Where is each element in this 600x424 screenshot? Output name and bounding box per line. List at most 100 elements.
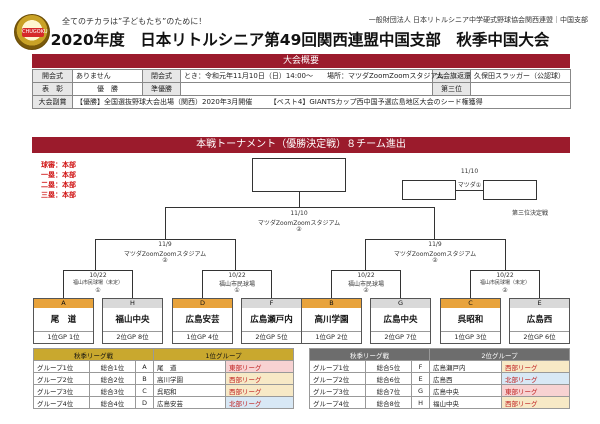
league-name: 西部リーグ [225,384,295,397]
league-name: 北部リーグ [501,372,571,385]
group-rank: グループ2位 [33,372,90,385]
group-rank: グループ2位 [309,372,366,385]
qf2-drop-b [271,270,272,299]
value-flag-return: 久保田スラッガー（公認球） [470,69,571,83]
team-slot: B [302,299,361,308]
team-slot: C [441,299,500,308]
group-rank: グループ3位 [33,384,90,397]
third-label: 第三位決定戦 [511,210,548,217]
overview-table: 開会式 ありません 閉会式 とき：令和元年11月10日（日）14:00～ 場所：… [32,69,571,109]
league-name: 北部リーグ [225,396,295,409]
champion-box [252,158,346,192]
semi-right-drop-a [365,239,366,270]
qf1-venue: 福山市民球場（未定） [72,280,123,286]
team-slot: A [34,299,93,308]
league-name: 東部リーグ [225,360,295,373]
team-name: 尾 道 [153,360,227,373]
league-header-row: 秋季リーグ戦 1位グループ [32,348,295,361]
qf4-drop-a [470,270,471,299]
team-name: 広島瀬戸内 [242,308,301,332]
team-box-c: C 呉昭和 1位GP 3位 [440,298,501,344]
group-rank: グループ4位 [33,396,90,409]
team-name: 呉昭和 [153,384,227,397]
team-name: 高川学園 [302,308,361,332]
slot-letter: D [134,396,155,409]
final-game-no: ② [296,226,302,233]
semi-left-bar [95,239,236,240]
slogan: 全てのチカラは”子どもたち”のために！ [62,17,207,26]
team-rank: 1位GP 2位 [315,333,348,341]
slot-letter: H [410,396,431,409]
group-rank: グループ1位 [309,360,366,373]
semi-right-venue: マツダZoomZoomスタジアム [393,251,477,258]
qf3-date: 10/22 [357,272,375,279]
third-place-right-box [483,180,537,200]
value-runner-up [180,82,433,96]
slot-letter: G [410,384,431,397]
qf2-venue: 福山市民球場 [218,281,255,288]
overall-rank: 総合7位 [365,384,412,397]
third-connector [456,190,483,191]
team-name: 高川学園 [153,372,227,385]
team-box-g: G 広島中央 2位GP 7位 [370,298,431,344]
qf4-date: 10/22 [496,272,514,279]
label-runner-up: 準優勝 [142,82,181,96]
team-box-b: B 高川学園 1位GP 2位 [301,298,362,344]
slot-letter: C [134,384,155,397]
qf4-venue: 福山市民球場（未定） [479,280,530,286]
team-rank: 1位GP 4位 [186,333,219,341]
value-closing: とき：令和元年11月10日（日）14:00～ 場所：マツダZoomZoomスタジ… [180,69,444,83]
label-opening: 開会式 [32,69,73,83]
overview-bar: 大会概要 [32,54,570,68]
qf4-drop-b [539,270,540,299]
slot-letter: B [134,372,155,385]
qf3-game-no: ② [363,287,369,294]
league-header-title: 秋季リーグ戦 [308,348,431,361]
semi-left-date: 11/9 [158,241,172,248]
team-slot: H [103,299,162,308]
page-title: 2020年度 日本リトルシニア第49回関西連盟中国支部 秋季中国大会 [50,31,550,49]
team-slot: F [242,299,301,308]
team-name: 尾 道 [34,308,93,332]
qf3-bar [331,270,401,271]
overall-rank: 総合1位 [89,360,136,373]
qf1-drop-b [132,270,133,299]
team-slot: G [371,299,430,308]
final-venue: マツダZoomZoomスタジアム [257,220,341,227]
value-third-place [470,82,571,96]
team-box-e: E 広島西 2位GP 6位 [509,298,570,344]
third-venue: マツダ① [457,182,482,189]
overall-rank: 総合3位 [89,384,136,397]
label-flag-return: 大会旗返還 [432,69,471,83]
team-name: 広島安芸 [153,396,227,409]
team-name: 広島西 [429,372,503,385]
overall-rank: 総合4位 [89,396,136,409]
qf3-drop-b [400,270,401,299]
team-name: 広島瀬戸内 [429,360,503,373]
semi-left-drop-a [95,239,96,270]
group-rank: グループ1位 [33,360,90,373]
team-name: 広島中央 [371,308,430,332]
slot-letter: A [134,360,155,373]
league-name: 西部リーグ [501,396,571,409]
label-closing: 閉会式 [142,69,181,83]
umpire-third: 三塁：本部 [41,191,76,199]
semi-right-date: 11/9 [428,241,442,248]
qf3-venue: 福山市民球場 [347,281,384,288]
league-name: 西部リーグ [501,360,571,373]
qf4-bar [470,270,540,271]
label-third-place: 第三位 [432,82,471,96]
league-header-group: 1位グループ [153,348,295,361]
semi-right-game-no: ② [432,257,438,264]
team-name: 広島安芸 [173,308,232,332]
team-box-f: F 広島瀬戸内 2位GP 5位 [241,298,302,344]
final-bar-line [165,207,435,208]
